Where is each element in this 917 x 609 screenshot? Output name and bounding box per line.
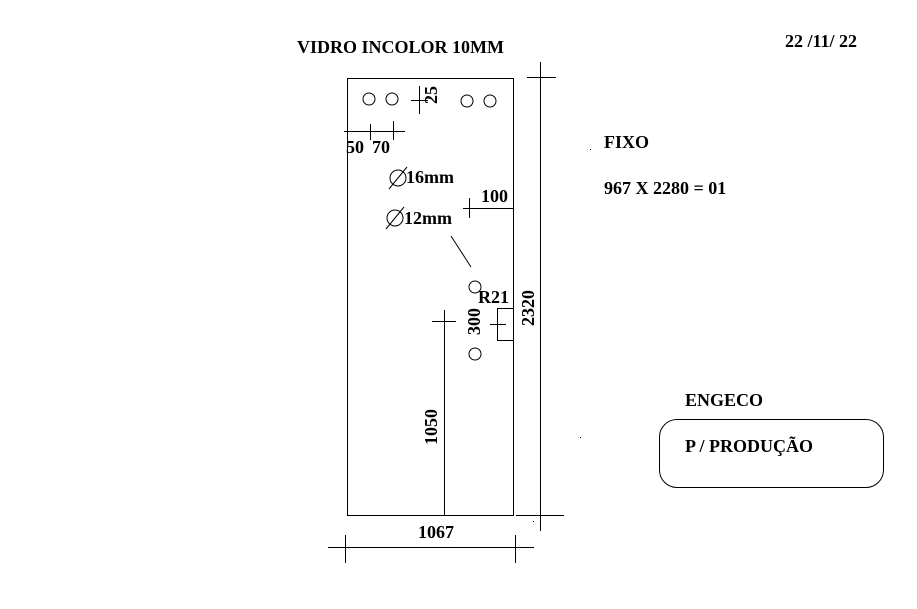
glass-panel (347, 78, 514, 516)
dim-2320-label: 2320 (518, 290, 538, 326)
stray-dot-3 (533, 521, 534, 522)
dim-25-label: 25 (421, 86, 441, 104)
dim-50-label: 50 (346, 137, 364, 157)
production-note: P / PRODUÇÃO (685, 436, 813, 456)
drawing-date: 22 /11/ 22 (785, 31, 858, 51)
leader-line (450, 235, 472, 268)
dim-1067-label: 1067 (418, 522, 454, 542)
production-note-box (659, 419, 884, 488)
client-name: ENGECO (685, 390, 764, 410)
hole-top-4 (483, 94, 497, 108)
hole-top-1 (362, 92, 376, 106)
notch-hole-upper (468, 280, 482, 294)
stray-dot-2 (580, 437, 581, 438)
diameter-16-slash (388, 166, 408, 190)
diameter-12-icon (386, 209, 404, 227)
dim-300-label: 300 (464, 308, 484, 335)
notch-hole-lower (468, 347, 482, 361)
hole-top-2 (385, 92, 399, 106)
stray-dot-1 (590, 149, 591, 150)
dim-1050-label: 1050 (421, 409, 441, 445)
small-hole-label: 12mm (404, 208, 452, 228)
glass-type: FIXO (604, 132, 649, 152)
dim-70-label: 70 (372, 137, 390, 157)
large-hole-label: 16mm (406, 167, 454, 187)
dim-100-label: 100 (481, 186, 508, 206)
hole-top-3 (460, 94, 474, 108)
diameter-12-slash (385, 206, 405, 230)
diameter-16-icon (389, 169, 407, 187)
glass-dimensions: 967 X 2280 = 01 (604, 178, 727, 198)
drawing-title: VIDRO INCOLOR 10MM (297, 37, 504, 57)
notch-radius-label: R21 (478, 287, 509, 307)
